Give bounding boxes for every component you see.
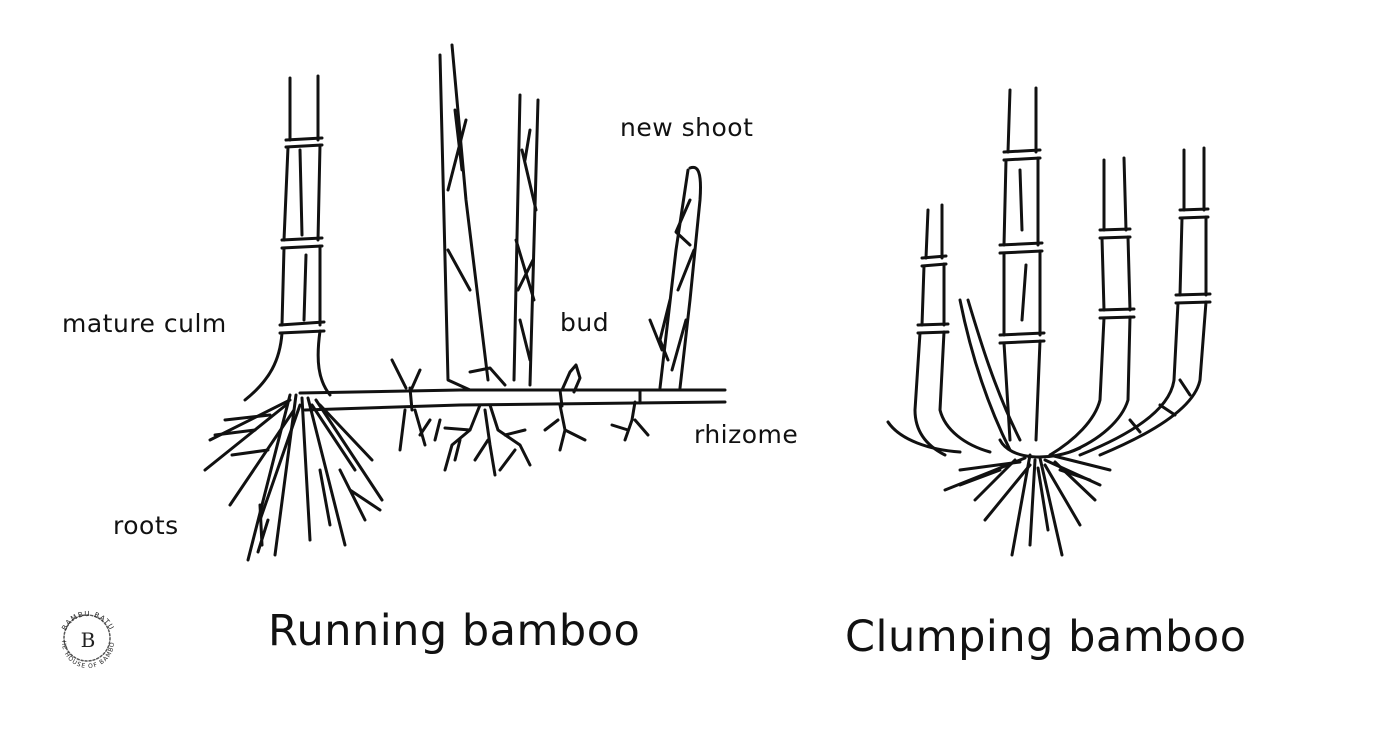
title-running-bamboo: Running bamboo: [268, 606, 641, 656]
tall-shoot-drawing: [438, 43, 507, 392]
clump-culm-2-drawing: [998, 86, 1046, 442]
bud-drawing: [560, 363, 582, 394]
rhizome-drawing: [298, 386, 727, 412]
clumping-bamboo-drawing: [886, 86, 1212, 557]
tall-shoot-2-drawing: [512, 93, 540, 387]
clump-culm-3-drawing: [1048, 156, 1136, 457]
label-rhizome: rhizome: [694, 420, 799, 449]
label-new-shoot: new shoot: [620, 113, 754, 142]
clump-culm-1-drawing: [886, 203, 992, 457]
new-shoot-drawing: [648, 165, 702, 390]
logo-mark-drawing: [63, 614, 111, 662]
logo: BAMBU BATU THE HOUSE OF BAMBOO B: [50, 602, 115, 670]
rhizome-roots-drawing: [390, 358, 650, 477]
title-clumping-bamboo: Clumping bamboo: [845, 612, 1247, 662]
running-bamboo-drawing: [203, 43, 727, 562]
clump-culm-4-drawing: [1078, 146, 1212, 457]
clump-roots-drawing: [943, 438, 1112, 557]
label-mature-culm: mature culm: [62, 309, 227, 338]
clump-thin-culm-drawing: [958, 298, 1022, 452]
mature-culm-drawing: [243, 74, 332, 402]
label-roots: roots: [113, 511, 179, 540]
label-bud: bud: [560, 308, 610, 337]
logo-mark-letter: B: [81, 628, 96, 652]
roots-drawing: [203, 393, 384, 562]
